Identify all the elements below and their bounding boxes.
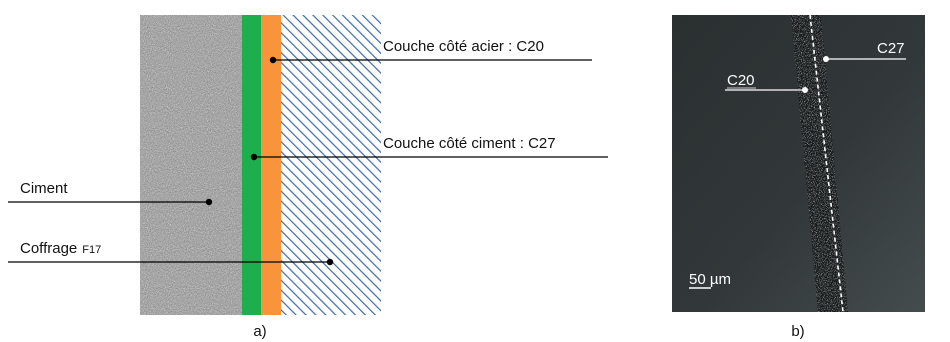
scale-bar-label: 50 µm [689, 271, 731, 288]
cement-texture [140, 15, 242, 315]
steel-side-layer [261, 15, 281, 315]
panel-b: C20 C27 50 µm b) [672, 14, 925, 340]
c27-label: C27 [877, 40, 905, 57]
formwork-label-suffix: F17 [82, 244, 101, 256]
cement-side-layer [242, 15, 261, 315]
c20-callout: C20 [725, 72, 808, 93]
c27-callout: C27 [823, 40, 906, 62]
formwork-callout: Coffrage F17 [8, 240, 334, 266]
steel-side-layer-callout: Couche côté acier : C20 [269, 38, 592, 64]
steel-side-layer-label: Couche côté acier : C20 [383, 38, 544, 55]
scale-bar-unit: µm [706, 271, 731, 288]
panel-a-caption: a) [253, 323, 266, 340]
interface-dashed-line [809, 14, 844, 313]
scale-bar-value: 50 [689, 271, 706, 288]
formwork-label: Coffrage F17 [20, 240, 101, 257]
cement-label: Ciment [20, 180, 68, 197]
panel-b-caption: b) [791, 323, 804, 340]
cement-side-layer-callout: Couche côté ciment : C27 [250, 135, 608, 161]
panel-a: Couche côté acier : C20 Couche côté cime… [8, 15, 608, 340]
cement-callout: Ciment [8, 180, 213, 206]
cement-side-layer-label: Couche côté ciment : C27 [383, 135, 556, 152]
formwork-label-main: Coffrage [20, 240, 77, 257]
c20-label: C20 [727, 72, 755, 89]
scale-bar: 50 µm [689, 271, 731, 289]
